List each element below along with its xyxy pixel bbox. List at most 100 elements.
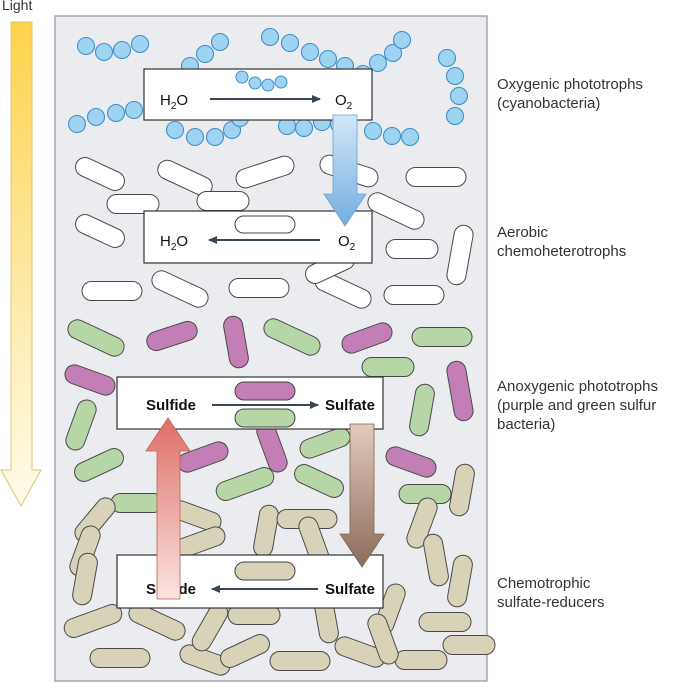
cyanobacterium-cell — [294, 118, 314, 138]
cyanobacterium-cell — [165, 120, 185, 140]
aerobic-bacterium-cell — [385, 239, 439, 259]
green-sulfur-bacterium-cell — [409, 383, 435, 437]
cyanobacterium-cell — [260, 27, 280, 47]
cyanobacterium-cell — [130, 34, 150, 54]
sulfate-reducer-cell — [442, 635, 496, 655]
cyanobacterium-cell — [185, 127, 205, 147]
cyanobacterium-cell — [112, 40, 132, 60]
aerobic-bacterium-cell — [196, 191, 250, 211]
sulfate-reducer-cell — [63, 603, 123, 639]
label-aerobic-line1: Aerobic — [497, 224, 548, 241]
cyanobacterium-cell — [445, 66, 465, 86]
purple-sulfur-bacterium-cell — [341, 322, 393, 354]
light-label: Light — [2, 0, 33, 13]
cyanobacterium-cell — [437, 48, 457, 68]
green-sulfur-bacterium-cell — [110, 493, 164, 513]
box-aerobe-cell — [234, 215, 296, 234]
label-anoxygenic-line3: bacteria) — [497, 416, 556, 433]
box-cyano-chain — [235, 70, 288, 92]
box-sulfate-reducer-cell — [234, 561, 296, 581]
label-chemotrophic-sulfate-reducers: Chemotrophic sulfate-reducers — [497, 574, 605, 612]
aerobic-bacterium-cell — [405, 167, 467, 187]
anoxygenic-sulfide-label: Sulfide — [146, 397, 196, 414]
cyanobacterium-cell — [124, 100, 144, 120]
label-aerobic-line2: chemoheterotrophs — [497, 243, 627, 260]
cyanobacterium-cell — [67, 114, 87, 134]
aerobic-bacterium-cell — [81, 281, 143, 301]
cyanobacterium-cell — [445, 106, 465, 126]
sulfate-reducer-cell — [269, 651, 331, 671]
aerobic-bacterium-cell — [75, 157, 125, 191]
green-sulfur-bacterium-cell — [65, 399, 97, 451]
green-sulfur-bacterium-cell — [299, 427, 351, 459]
sulfate-reducer-cell — [89, 648, 151, 668]
sulfate-reducer-cell — [449, 463, 475, 517]
aerobic-bacterium-cell — [367, 192, 425, 230]
reduction-sulfate-label: Sulfate — [325, 581, 375, 598]
label-aerobic-chemoheterotrophs: Aerobic chemoheterotrophs — [497, 223, 626, 261]
box-green-cell — [234, 408, 296, 428]
sulfate-reducer-cell — [394, 650, 448, 670]
cyanobacterium-cell — [94, 42, 114, 62]
sulfate-reducer-cell — [72, 552, 98, 606]
cyanobacterium-cell — [76, 36, 96, 56]
aerobic-bacterium-cell — [228, 278, 290, 298]
oxygenic-h2o-label: H2O — [160, 92, 188, 112]
cyanobacterium-cell — [300, 42, 320, 62]
green-sulfur-bacterium-cell — [294, 464, 344, 498]
cyanobacterium-cell — [449, 86, 469, 106]
sulfate-reducer-cell — [447, 554, 473, 608]
purple-sulfur-bacterium-cell — [223, 315, 249, 369]
oxygenic-o2-label: O2 — [335, 92, 353, 112]
aerobic-bacterium-cell — [235, 155, 295, 189]
label-oxygenic-line1: Oxygenic phototrophs — [497, 76, 643, 93]
cyanobacterium-cell — [368, 53, 388, 73]
aerobic-bacterium-cell — [151, 270, 209, 308]
aerobic-bacterium-cell — [446, 224, 474, 286]
sulfate-reducer-cell — [418, 612, 472, 632]
aerobic-bacterium-cell — [106, 194, 160, 214]
cyanobacterium-cell — [280, 33, 300, 53]
cyanobacterium-cell — [205, 127, 225, 147]
sulfate-reducer-cell — [220, 634, 270, 668]
green-sulfur-bacterium-cell — [361, 357, 415, 377]
green-sulfur-bacterium-cell — [74, 448, 124, 482]
cyanobacterium-cell — [106, 103, 126, 123]
sulfate-reducer-cell — [423, 533, 449, 587]
cyanobacterium-cell — [400, 127, 420, 147]
sulfate-reducer-cell — [406, 497, 438, 549]
label-chemotrophic-line1: Chemotrophic — [497, 575, 591, 592]
aerobic-bacterium-cell — [157, 159, 213, 197]
label-chemotrophic-line2: sulfate-reducers — [497, 594, 605, 611]
aerobic-bacterium-cell — [383, 285, 445, 305]
purple-sulfur-bacterium-cell — [146, 320, 198, 352]
aerobic-h2o-label: H2O — [160, 233, 188, 253]
cyanobacterium-cell — [195, 44, 215, 64]
purple-sulfur-bacterium-cell — [64, 364, 116, 396]
sulfate-reducer-cell — [128, 603, 186, 641]
sulfate-reducer-cell — [367, 613, 399, 665]
cyanobacterium-cell — [382, 126, 402, 146]
purple-sulfur-bacterium-cell — [385, 446, 437, 478]
cyanobacterium-cell — [392, 30, 412, 50]
reaction-box-oxygenic: H2O O2 — [143, 68, 373, 121]
reaction-box-aerobic: H2O O2 — [143, 210, 373, 264]
cyanobacterium-cell — [210, 32, 230, 52]
cyanobacterium-cell — [318, 49, 338, 69]
purple-sulfur-bacterium-cell — [446, 360, 474, 422]
aerobic-o2-label: O2 — [338, 233, 356, 253]
label-anoxygenic-phototrophs: Anoxygenic phototrophs (purple and green… — [497, 377, 658, 434]
reaction-box-anoxygenic: Sulfide Sulfate — [116, 376, 384, 430]
cyanobacterium-cell — [86, 107, 106, 127]
sulfide-flow-arrow — [145, 417, 191, 600]
oxygen-flow-arrow — [323, 114, 367, 227]
aerobic-bacterium-cell — [75, 214, 125, 248]
green-sulfur-bacterium-cell — [215, 466, 275, 502]
box-purple-cell — [234, 381, 296, 401]
label-oxygenic-phototrophs: Oxygenic phototrophs (cyanobacteria) — [497, 75, 643, 113]
green-sulfur-bacterium-cell — [411, 327, 473, 347]
label-oxygenic-line2: (cyanobacteria) — [497, 95, 601, 112]
label-anoxygenic-line1: Anoxygenic phototrophs — [497, 378, 658, 395]
green-sulfur-bacterium-cell — [67, 319, 125, 357]
sulfate-reducer-cell — [179, 644, 231, 676]
